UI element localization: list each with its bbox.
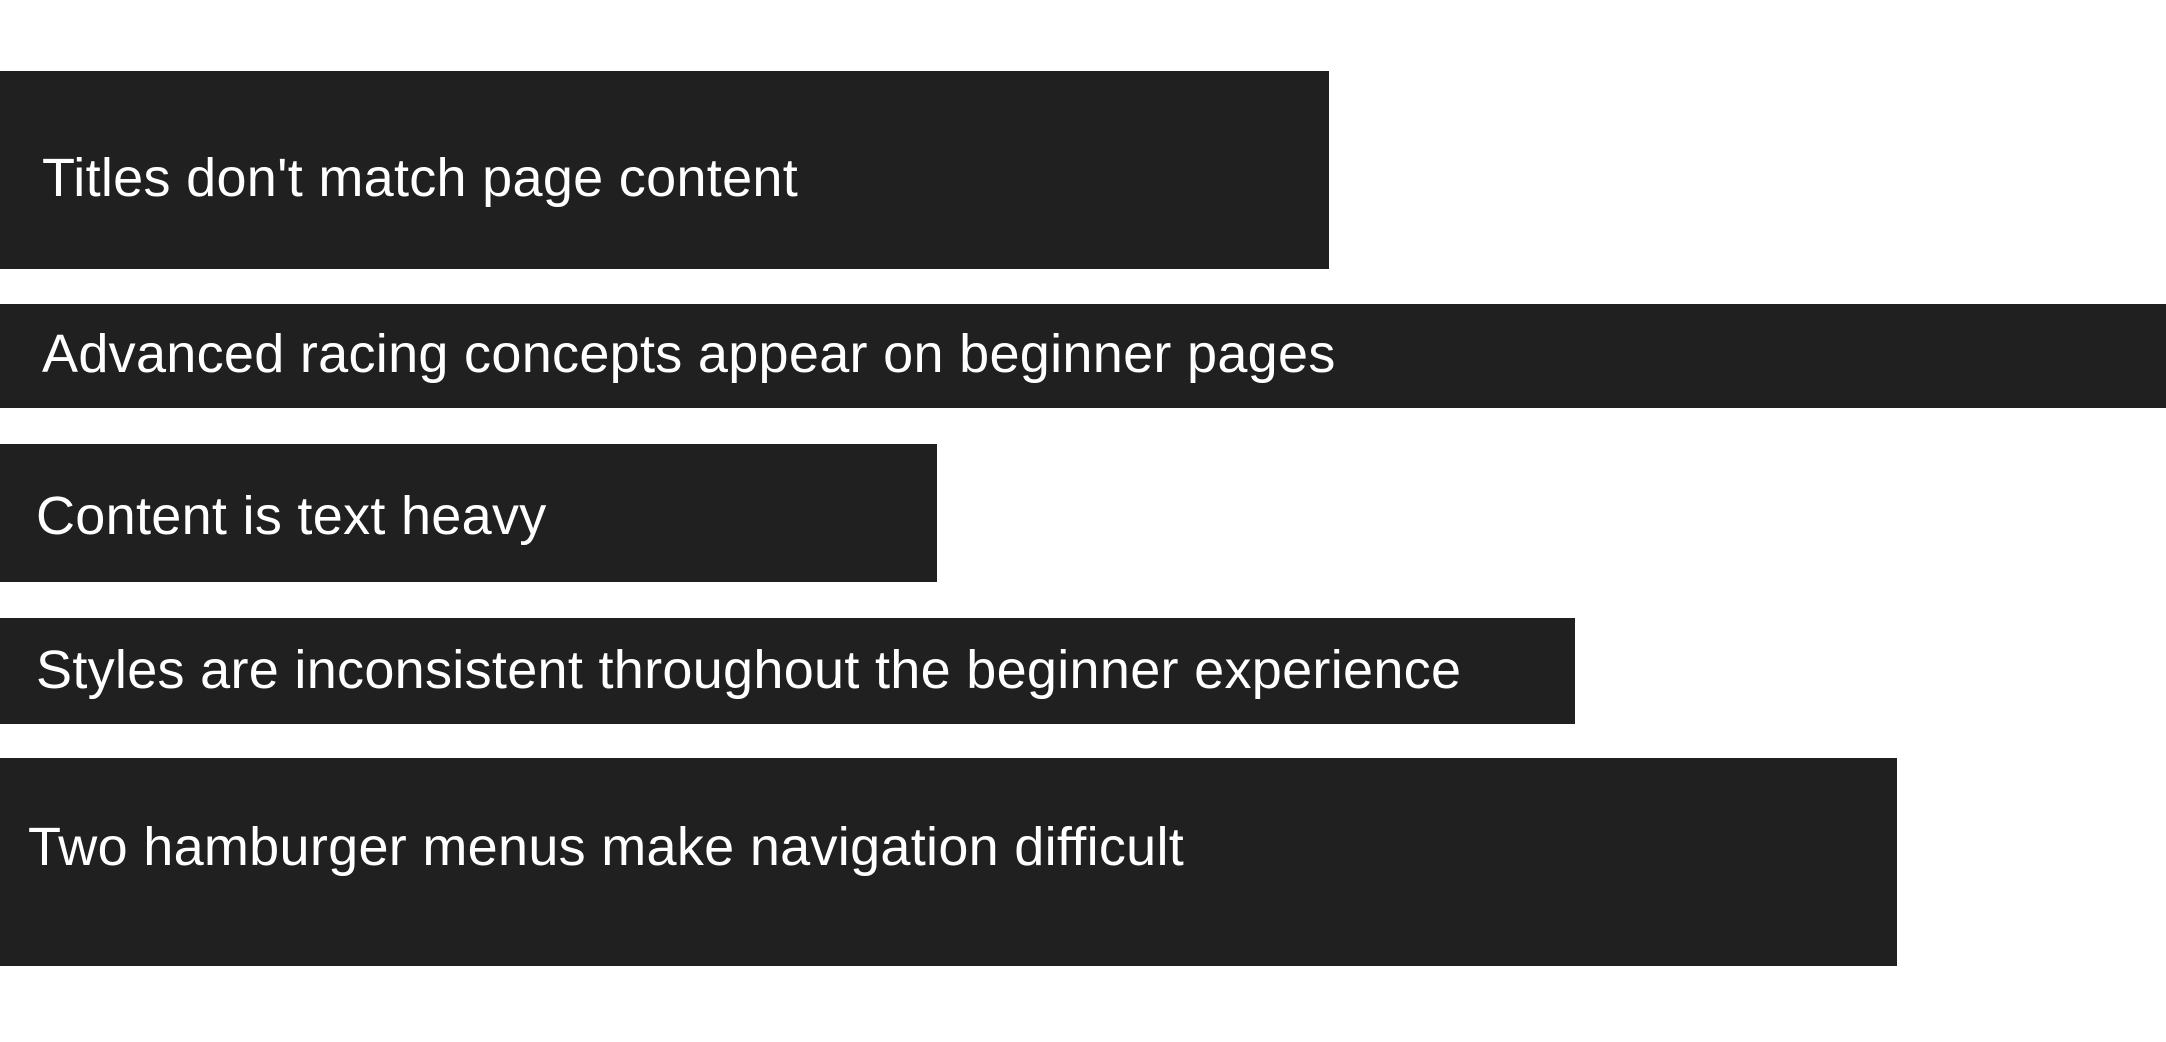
issue-label: Advanced racing concepts appear on begin… [42,324,1336,384]
issue-label: Content is text heavy [36,486,547,546]
issue-label: Titles don't match page content [42,148,799,208]
issue-label: Two hamburger menus make navigation diff… [28,817,1185,877]
issue-bar: Two hamburger menus make navigation diff… [0,758,1897,966]
issue-bar: Advanced racing concepts appear on begin… [0,304,2166,408]
issue-bar: Content is text heavy [0,444,937,582]
issue-bar: Styles are inconsistent throughout the b… [0,618,1575,724]
issue-label: Styles are inconsistent throughout the b… [36,640,1462,700]
issue-bar: Titles don't match page content [0,71,1329,269]
